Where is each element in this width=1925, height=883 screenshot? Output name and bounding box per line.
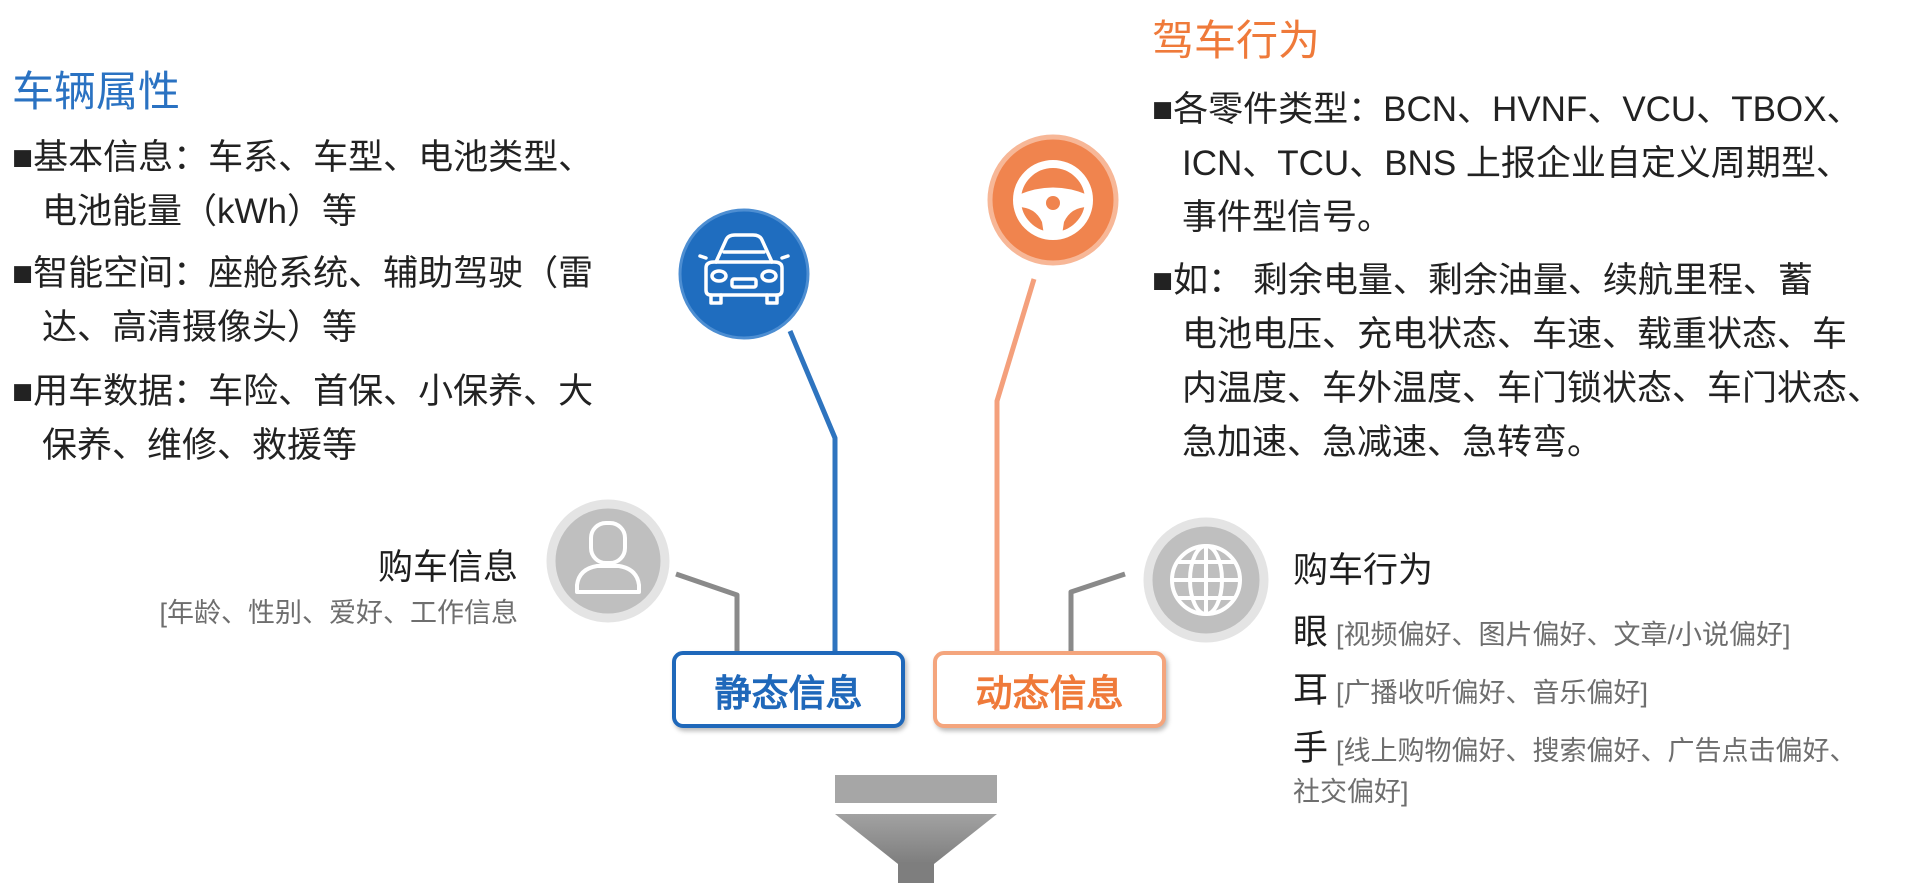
purchase-info-badge	[546, 499, 670, 623]
sense-row-eye: 眼[视频偏好、图片偏好、文章/小说偏好]	[1293, 611, 1791, 662]
sense-detail: [线上购物偏好、搜索偏好、广告点击偏好、	[1336, 736, 1857, 766]
item-line: ■如： 剩余电量、剩余油量、续航里程、蓄	[1152, 261, 1813, 300]
vehicle-attribute-item: ■用车数据：车险、首保、小保养、大 保养、维修、救援等	[12, 365, 593, 473]
steering-wheel-icon	[1013, 160, 1093, 240]
static-info-box: 静态信息	[672, 651, 905, 728]
item-line: ■基本信息：车系、车型、电池类型、	[12, 138, 594, 177]
item-line: 事件型信号。	[1182, 198, 1393, 237]
item-line: 保养、维修、救援等	[42, 426, 358, 465]
person-icon	[575, 521, 641, 594]
sense-label: 耳	[1293, 671, 1329, 710]
globe-icon	[1170, 544, 1242, 616]
driving-behavior-badge	[987, 134, 1119, 266]
sense-detail: [视频偏好、图片偏好、文章/小说偏好]	[1336, 620, 1791, 650]
item-line: 达、高清摄像头）等	[42, 308, 358, 347]
purchase-info-detail: [年龄、性别、爱好、工作信息	[159, 598, 518, 628]
item-line: ICN、TCU、BNS 上报企业自定义周期型、	[1182, 144, 1851, 183]
item-line: 急加速、急减速、急转弯。	[1182, 423, 1603, 462]
vehicle-attributes-badge	[678, 208, 810, 340]
purchase-info-connector-line	[675, 571, 740, 651]
item-line: ■用车数据：车险、首保、小保养、大	[12, 372, 594, 411]
sense-detail: [广播收听偏好、音乐偏好]	[1336, 678, 1649, 708]
sense-row-hand: 手[线上购物偏好、搜索偏好、广告点击偏好、	[1293, 727, 1857, 778]
purchase-behavior-title: 购车行为	[1293, 551, 1434, 590]
dynamic-connector-line	[994, 278, 1037, 651]
sense-label: 手	[1293, 729, 1329, 768]
static-connector-line	[787, 330, 838, 651]
vehicle-attribute-item: ■基本信息：车系、车型、电池类型、 电池能量（kWh）等	[12, 131, 593, 239]
item-line: 电池电压、充电状态、车速、载重状态、车	[1182, 315, 1848, 354]
item-line: 电池能量（kWh）等	[42, 192, 358, 231]
item-line: ■智能空间：座舱系统、辅助驾驶（雷	[12, 254, 594, 293]
vehicle-attributes-title: 车辆属性	[12, 68, 181, 115]
sense-row-ear: 耳[广播收听偏好、音乐偏好]	[1293, 669, 1648, 720]
item-line: ■各零件类型：BCN、HVNF、VCU、TBOX、	[1152, 90, 1862, 129]
sense-label: 眼	[1293, 613, 1329, 652]
badge-circle-blue	[678, 208, 810, 340]
purchase-behavior-connector-line	[1068, 571, 1126, 651]
sense-detail-continuation: 社交偏好]	[1293, 777, 1409, 807]
car-icon	[698, 233, 790, 305]
purchase-info-title: 购车信息	[377, 548, 518, 587]
driving-behavior-title: 驾车行为	[1152, 17, 1321, 64]
dynamic-info-box: 动态信息	[933, 651, 1166, 728]
driving-behavior-item: ■如： 剩余电量、剩余油量、续航里程、蓄 电池电压、充电状态、车速、载重状态、车…	[1152, 254, 1882, 470]
purchase-behavior-badge	[1143, 517, 1269, 643]
vehicle-attribute-item: ■智能空间：座舱系统、辅助驾驶（雷 达、高清摄像头）等	[12, 247, 593, 355]
item-line: 内温度、车外温度、车门锁状态、车门状态、	[1182, 369, 1883, 408]
funnel-icon	[835, 775, 997, 883]
driving-behavior-item: ■各零件类型：BCN、HVNF、VCU、TBOX、 ICN、TCU、BNS 上报…	[1152, 83, 1862, 245]
